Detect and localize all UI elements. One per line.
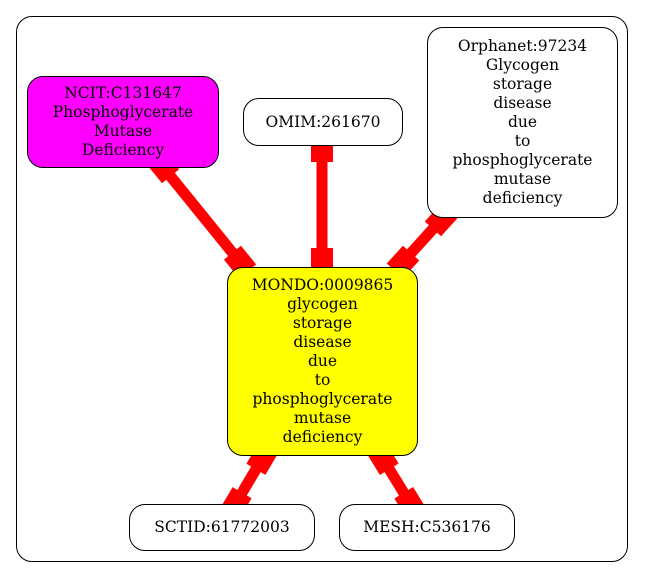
node-sctid[interactable]: SCTID:61772003 bbox=[129, 504, 315, 551]
node-label-line: Mutase bbox=[93, 122, 153, 140]
node-label-line: Orphanet:97234 bbox=[457, 37, 588, 55]
node-label-line: disease bbox=[293, 333, 352, 351]
node-label-line: mutase bbox=[493, 170, 552, 188]
edge-line bbox=[158, 163, 245, 266]
node-label-line: MESH:C536176 bbox=[363, 518, 491, 536]
node-label-line: due bbox=[507, 113, 538, 131]
node-label-line: NCIT:C131647 bbox=[64, 84, 182, 102]
node-label-line: glycogen bbox=[287, 295, 358, 313]
edge-ncit-center bbox=[146, 150, 257, 279]
edge-omim-center bbox=[311, 138, 333, 272]
edge-end-marker bbox=[311, 248, 333, 272]
node-mesh[interactable]: MESH:C536176 bbox=[339, 504, 515, 551]
node-label-line: OMIM:261670 bbox=[265, 112, 381, 131]
node-label-line: Phosphoglycerate bbox=[52, 103, 194, 121]
node-label-line: Glycogen bbox=[485, 56, 560, 74]
node-label-line: MONDO:0009865 bbox=[251, 276, 394, 294]
node-label-line: Deficiency bbox=[81, 141, 165, 159]
node-label-line: SCTID:61772003 bbox=[154, 518, 290, 536]
node-label-line: to bbox=[514, 132, 531, 150]
node-label-line: mutase bbox=[293, 409, 352, 427]
graph-frame bbox=[16, 16, 628, 562]
node-label-line: due bbox=[307, 352, 338, 370]
node-label-line: to bbox=[314, 371, 331, 389]
node-label-line: phosphoglycerate bbox=[452, 151, 593, 169]
node-label-line: deficiency bbox=[482, 189, 563, 207]
node-label-line: disease bbox=[493, 94, 552, 112]
node-label-line: storage bbox=[492, 75, 553, 93]
node-label-line: phosphoglycerate bbox=[252, 390, 393, 408]
node-label-line: deficiency bbox=[282, 428, 363, 446]
node-omim[interactable]: OMIM:261670 bbox=[243, 98, 403, 146]
node-label-line: storage bbox=[292, 314, 353, 332]
